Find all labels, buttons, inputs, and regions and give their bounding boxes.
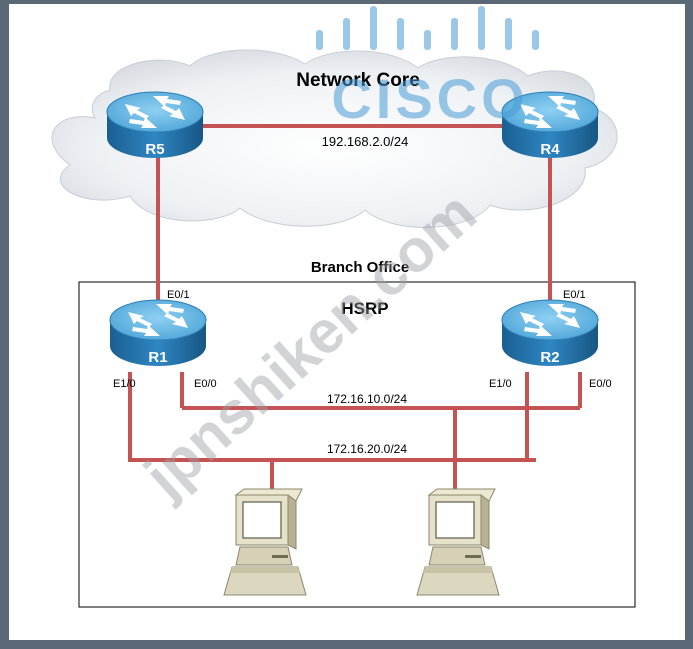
r2-e10-label: E1/0 bbox=[489, 378, 512, 390]
router-label: R2 bbox=[540, 349, 559, 366]
router-label: R5 bbox=[145, 141, 164, 158]
core-subnet-label: 192.168.2.0/24 bbox=[322, 134, 409, 149]
r1-e00-label: E0/0 bbox=[194, 378, 217, 390]
desktop-computer-icon bbox=[416, 488, 500, 596]
router-label: R4 bbox=[540, 141, 560, 158]
desktop-computer-icon bbox=[223, 488, 307, 596]
cisco-logo-icon bbox=[316, 6, 539, 50]
network-core-title: Network Core bbox=[296, 70, 420, 91]
subnet-172-16-10-label: 172.16.10.0/24 bbox=[327, 392, 407, 406]
pc-1[interactable] bbox=[223, 488, 307, 596]
hsrp-label: HSRP bbox=[341, 299, 388, 318]
router-r2[interactable]: R2 bbox=[501, 299, 599, 367]
network-links bbox=[128, 124, 582, 490]
router-r1[interactable]: R1 bbox=[109, 299, 207, 367]
router-r4[interactable]: R4 bbox=[501, 91, 599, 159]
subnet-172-16-20-label: 172.16.20.0/24 bbox=[327, 442, 407, 456]
pc-2[interactable] bbox=[416, 488, 500, 596]
branch-office-box bbox=[78, 281, 636, 608]
diagram-canvas: R5 R4 R1 R2 Network Core 192.168.2.0/24 … bbox=[9, 4, 685, 640]
r1-e10-label: E1/0 bbox=[113, 378, 136, 390]
network-diagram: R5 R4 R1 R2 Network Core 192.168.2.0/24 … bbox=[51, 6, 636, 608]
branch-office-title: Branch Office bbox=[311, 259, 409, 276]
r1-e01-label: E0/1 bbox=[167, 289, 190, 301]
router-r5[interactable]: R5 bbox=[106, 91, 204, 159]
router-label: R1 bbox=[148, 349, 167, 366]
r2-e00-label: E0/0 bbox=[589, 378, 612, 390]
r2-e01-label: E0/1 bbox=[563, 289, 586, 301]
cisco-logo-text: CISCO bbox=[331, 67, 528, 130]
network-core-cloud bbox=[51, 49, 618, 229]
